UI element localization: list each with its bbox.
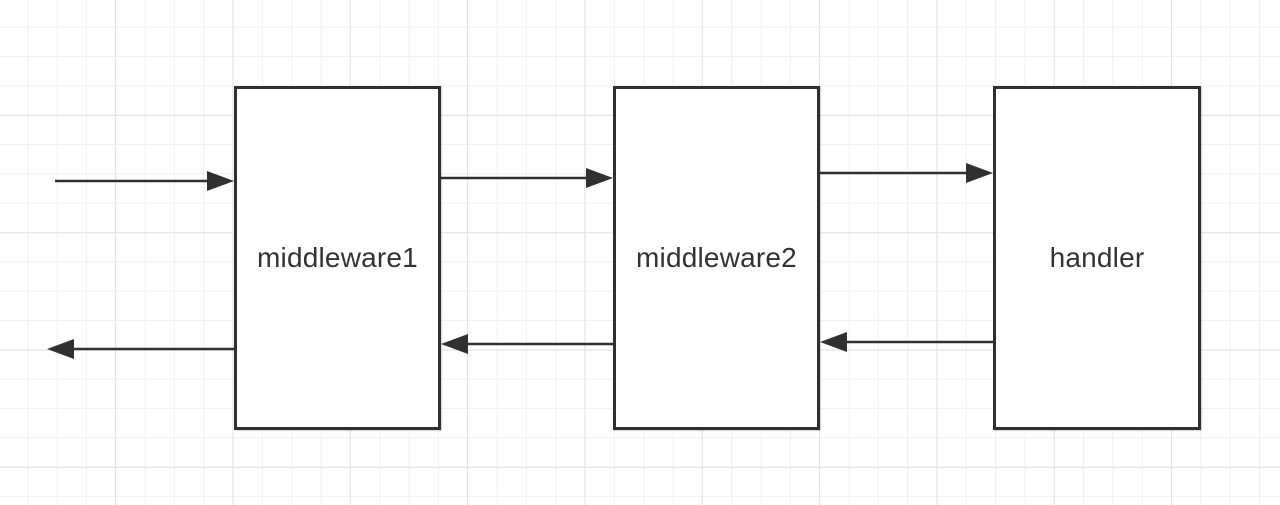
node-handler[interactable]: handler — [993, 86, 1201, 430]
connector-middleware2-to-handler[interactable] — [820, 163, 993, 183]
arrowhead-icon — [47, 339, 74, 359]
connector-request-in[interactable] — [55, 171, 234, 191]
node-middleware1-label: middleware1 — [257, 242, 418, 273]
arrowhead-icon — [820, 332, 847, 352]
arrowhead-icon — [441, 334, 468, 354]
arrowhead-icon — [586, 168, 613, 188]
arrowhead-icon — [207, 171, 234, 191]
arrowhead-icon — [966, 163, 993, 183]
connector-middleware2-to-middleware1[interactable] — [441, 334, 613, 354]
node-handler-label: handler — [1049, 242, 1145, 273]
connector-response-out[interactable] — [47, 339, 234, 359]
connector-handler-to-middleware2[interactable] — [820, 332, 993, 352]
connector-middleware1-to-middleware2[interactable] — [441, 168, 613, 188]
node-middleware2-label: middleware2 — [636, 242, 797, 273]
node-middleware1[interactable]: middleware1 — [234, 86, 441, 430]
node-middleware2[interactable]: middleware2 — [613, 86, 820, 430]
